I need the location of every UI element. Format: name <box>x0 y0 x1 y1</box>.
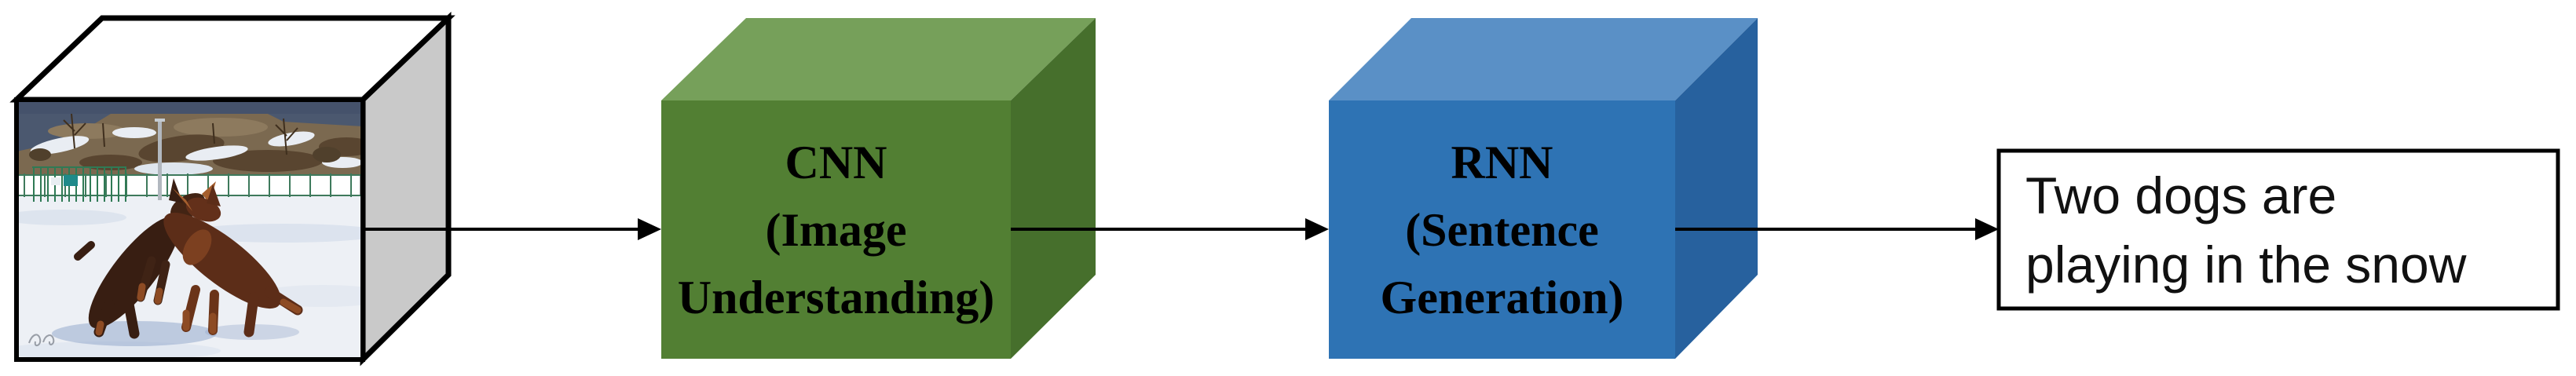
flow-arrow-rnn-to-caption <box>1675 218 1999 240</box>
rnn-cube <box>1329 18 1758 359</box>
photo-hillside <box>16 100 363 175</box>
input-image-cube <box>9 11 456 367</box>
arrowhead-icon <box>1305 218 1329 240</box>
photo-trees <box>63 113 298 155</box>
left-dog <box>74 178 216 339</box>
photo-fence <box>16 119 363 202</box>
cnn-cube-side-face <box>1011 18 1096 359</box>
rnn-cube-front-face <box>1329 100 1675 359</box>
rnn-cube-side-face <box>1675 18 1758 359</box>
photo-of-dogs <box>16 100 363 360</box>
caption-text: Two dogs are playing in the snow <box>2025 166 2467 294</box>
flow-arrow-image-to-cnn <box>363 218 661 240</box>
cnn-cube <box>661 18 1096 359</box>
cnn-cube-front-face <box>661 100 1011 359</box>
flow-arrow-cnn-to-rnn <box>1011 218 1329 240</box>
rnn-cube-top-face <box>1329 18 1758 100</box>
arrowhead-icon <box>1975 218 1999 240</box>
photo-signature <box>28 334 55 347</box>
right-dog <box>163 184 303 338</box>
arrowhead-icon <box>638 218 661 240</box>
caption-box <box>1996 148 2560 311</box>
cnn-cube-top-face <box>661 18 1096 100</box>
